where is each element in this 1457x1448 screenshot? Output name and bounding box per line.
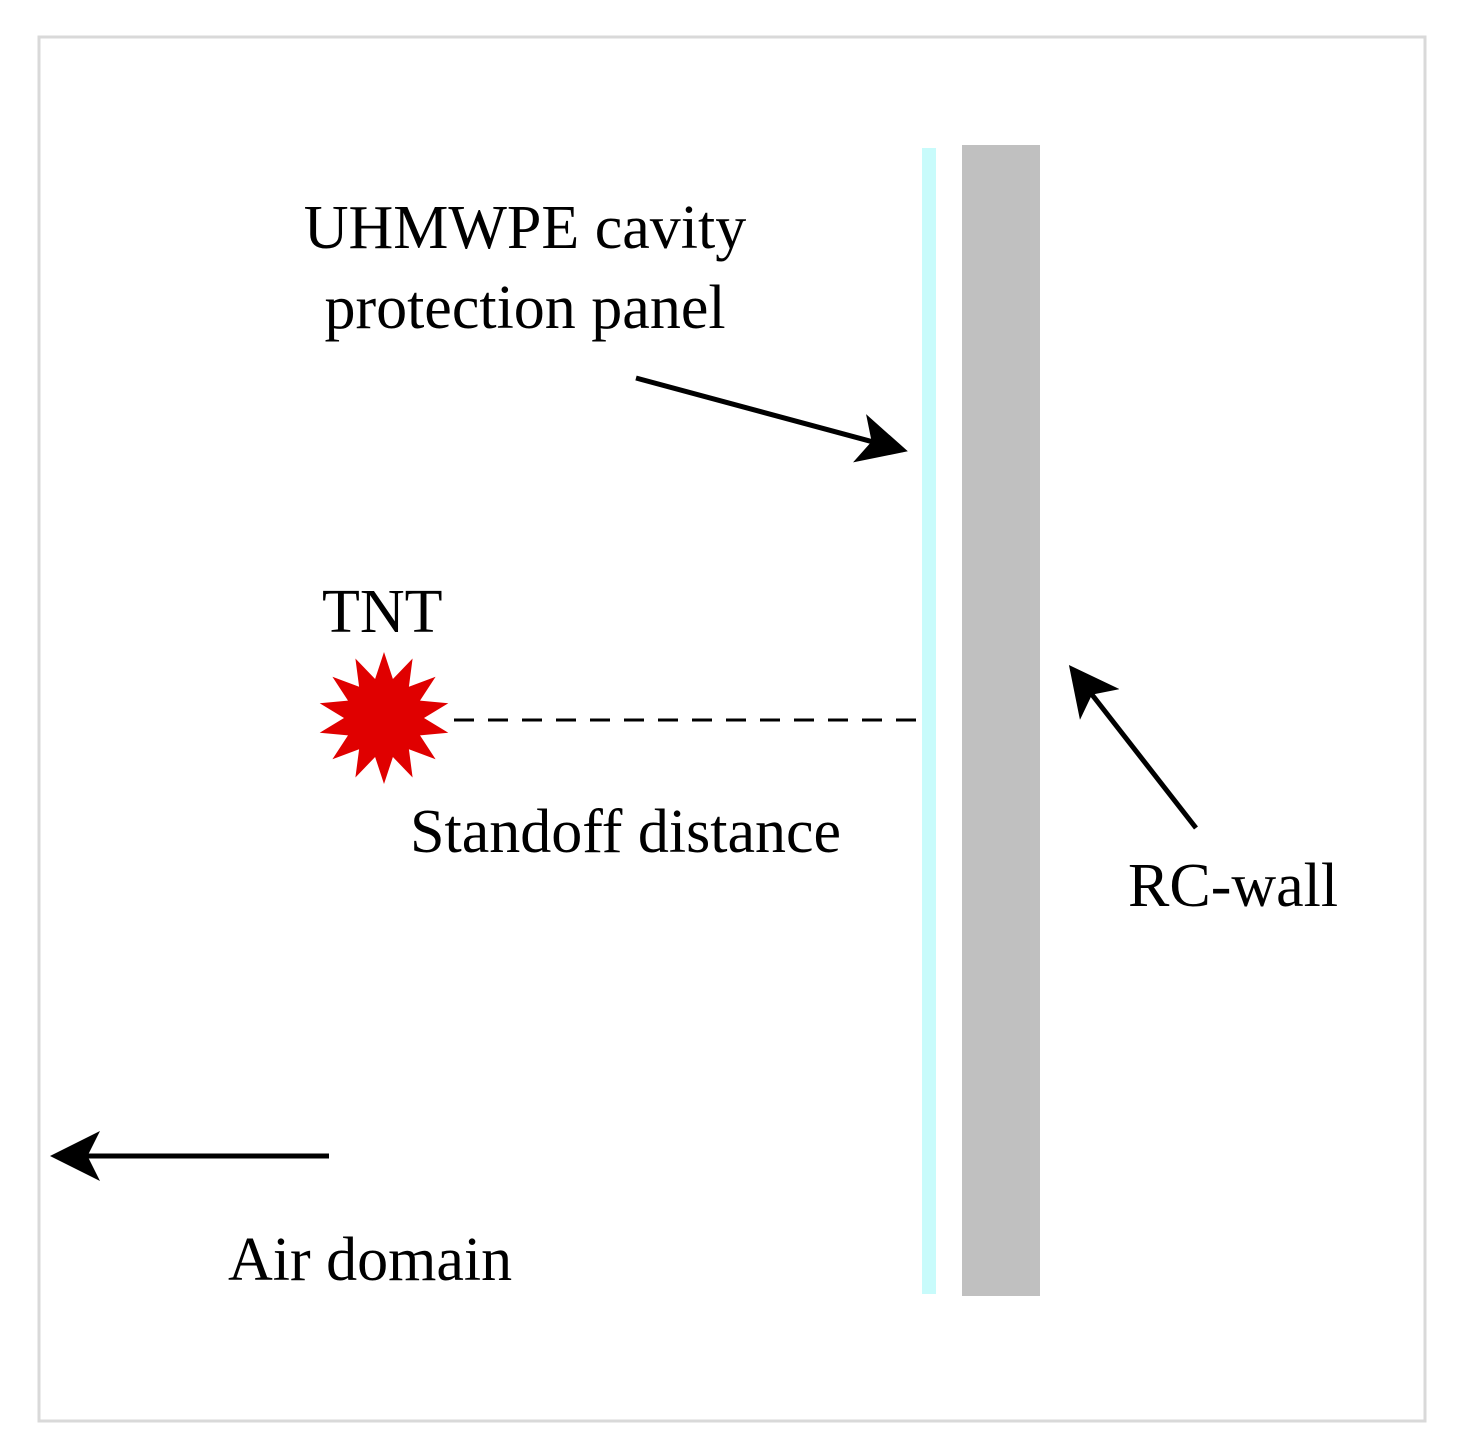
- panel-label-line2: protection panel: [324, 274, 726, 342]
- air-domain-label: Air domain: [228, 1226, 513, 1294]
- tnt-label: TNT: [322, 578, 443, 646]
- rc-wall-label: RC-wall: [1128, 852, 1339, 920]
- air-domain-border: [37, 35, 1427, 1423]
- uhmwpe-panel: [922, 148, 936, 1294]
- burst-star-icon: [319, 652, 449, 784]
- rc-wall-arrow: [1068, 665, 1198, 830]
- panel-label: UHMWPE cavity protection panel: [200, 188, 850, 348]
- panel-arrow: [635, 375, 908, 463]
- standoff-distance-label: Standoff distance: [410, 798, 842, 866]
- panel-label-line1: UHMWPE cavity: [303, 194, 747, 262]
- rc-wall: [962, 145, 1040, 1296]
